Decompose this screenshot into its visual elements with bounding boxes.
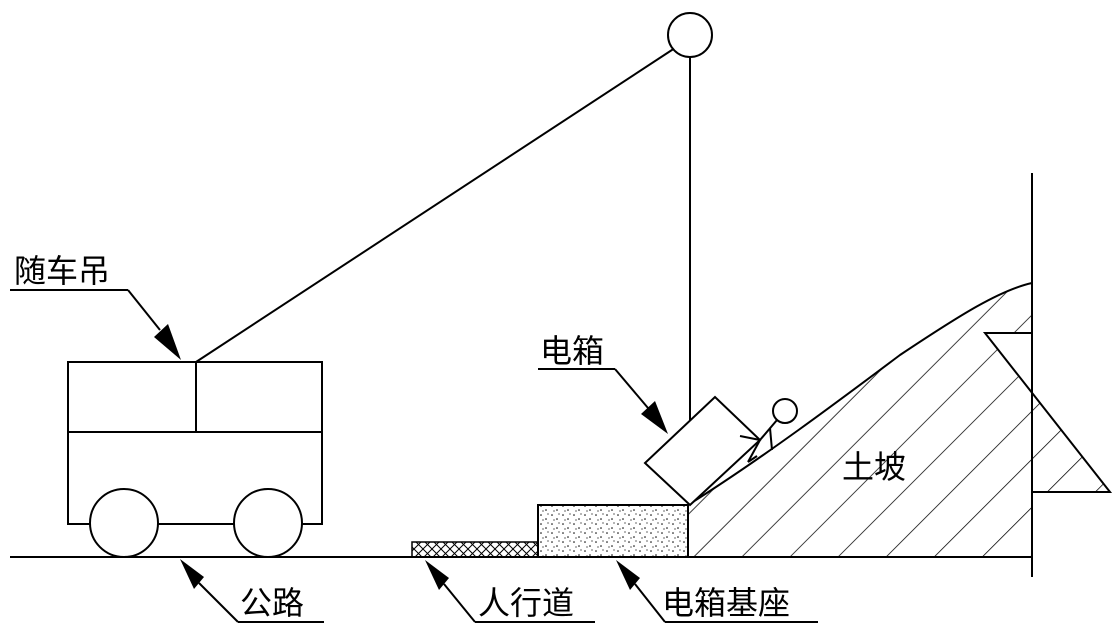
leader-road: 公路	[180, 559, 324, 623]
label-base: 电箱基座	[662, 584, 790, 622]
truck-wheel-rear	[233, 488, 303, 558]
label-sidewalk: 人行道	[478, 584, 574, 622]
leader-base: 电箱基座	[616, 560, 818, 623]
label-road: 公路	[240, 584, 304, 622]
earth-slope	[687, 281, 1113, 558]
truck-wheel-front	[89, 488, 159, 558]
leader-box: 电箱	[538, 332, 668, 434]
leader-sidewalk: 人行道	[425, 560, 595, 623]
leader-crane: 随车吊	[10, 252, 181, 360]
crane-pulley	[667, 12, 713, 58]
worker-figure	[739, 398, 798, 463]
sidewalk	[411, 541, 539, 558]
label-slope: 土坡	[842, 448, 906, 486]
truck-crane	[67, 361, 323, 558]
crane-boom	[195, 45, 679, 363]
worker-head	[772, 398, 798, 424]
box-base	[537, 504, 689, 558]
label-crane: 随车吊	[14, 252, 110, 290]
label-box: 电箱	[540, 332, 604, 370]
